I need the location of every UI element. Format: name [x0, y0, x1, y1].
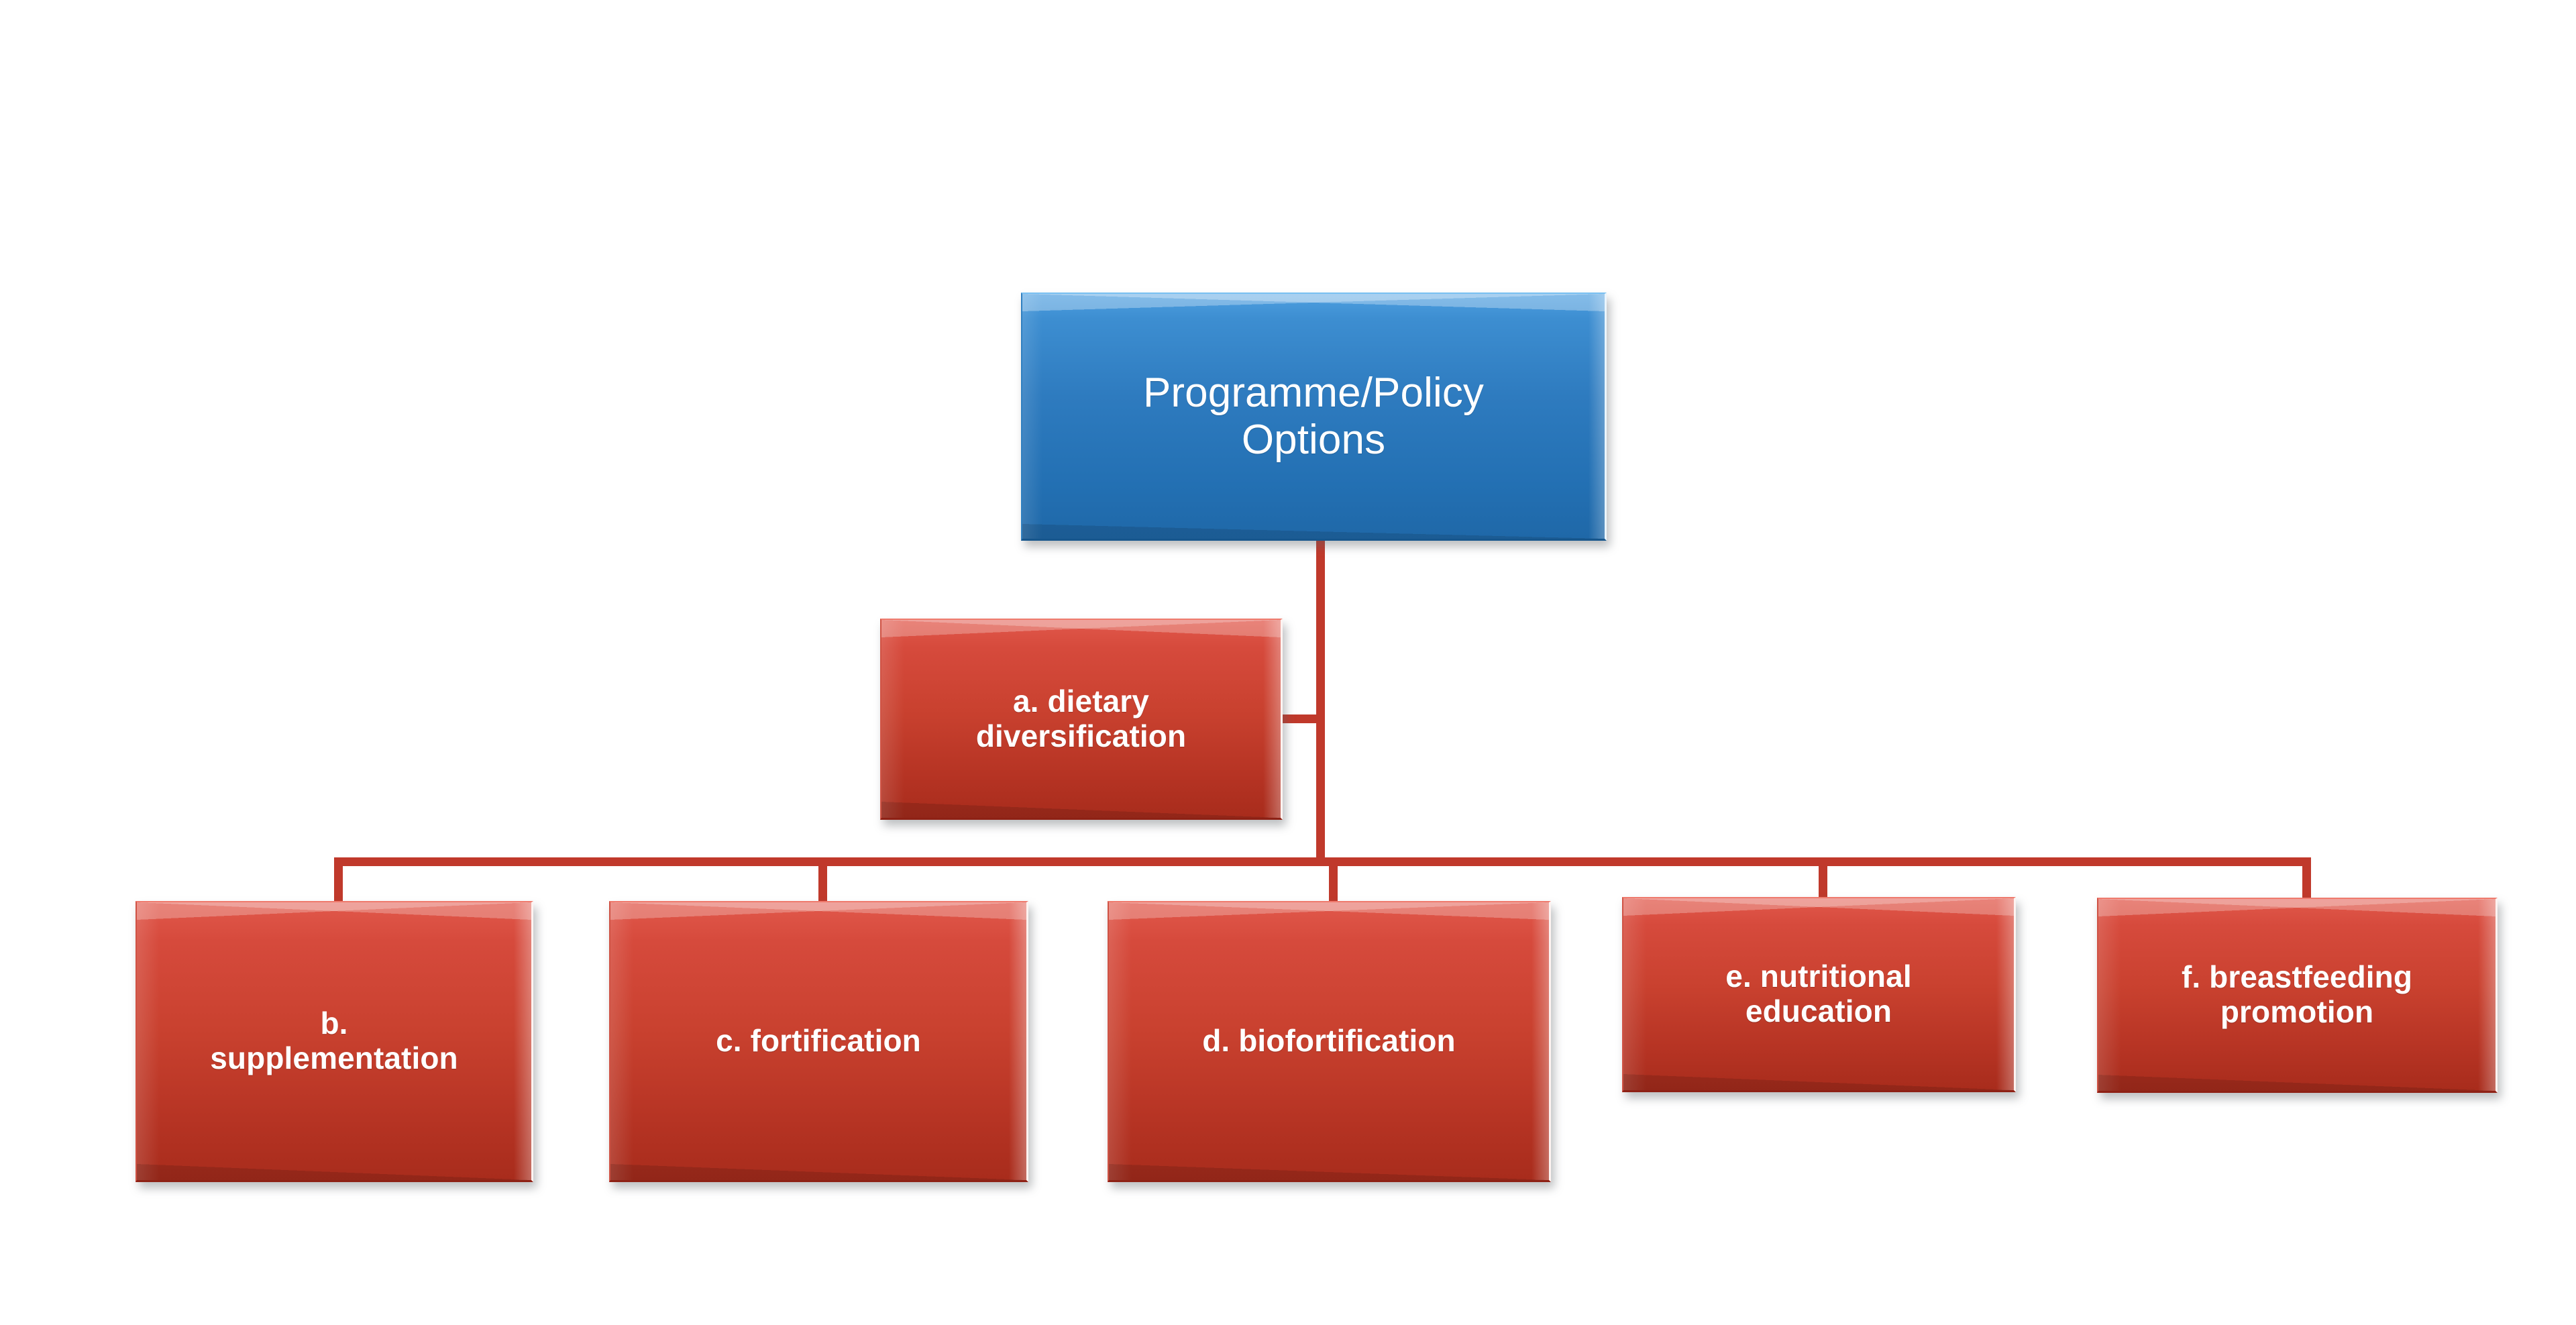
connector-drop-c [818, 857, 827, 906]
connector-root-trunk [1316, 541, 1325, 866]
node-root-programme-policy-options[interactable]: Programme/Policy Options [1021, 293, 1607, 541]
connector-stub-to-a [1278, 714, 1320, 723]
node-b-supplementation[interactable]: b. supplementation [136, 901, 533, 1182]
node-c-fortification[interactable]: c. fortification [609, 901, 1028, 1182]
node-f-breastfeeding-promotion[interactable]: f. breastfeeding promotion [2097, 898, 2498, 1093]
connector-drop-d [1329, 857, 1338, 906]
node-d-label: d. biofortification [1202, 1023, 1456, 1059]
node-e-label: e. nutritional education [1725, 959, 1912, 1028]
node-f-label: f. breastfeeding promotion [2181, 959, 2413, 1029]
node-root-label: Programme/Policy Options [1142, 370, 1485, 463]
connector-drop-f [2302, 857, 2311, 902]
node-e-nutritional-education[interactable]: e. nutritional education [1622, 897, 2016, 1092]
connector-drop-e [1819, 857, 1827, 902]
connector-horizontal-bus [334, 857, 2311, 866]
node-a-label: a. dietary diversification [975, 683, 1187, 753]
node-a-dietary-diversification[interactable]: a. dietary diversification [880, 619, 1283, 820]
node-c-label: c. fortification [716, 1023, 921, 1059]
connector-drop-b [334, 857, 343, 906]
node-b-label: b. supplementation [210, 1006, 458, 1075]
node-d-biofortification[interactable]: d. biofortification [1108, 901, 1551, 1182]
